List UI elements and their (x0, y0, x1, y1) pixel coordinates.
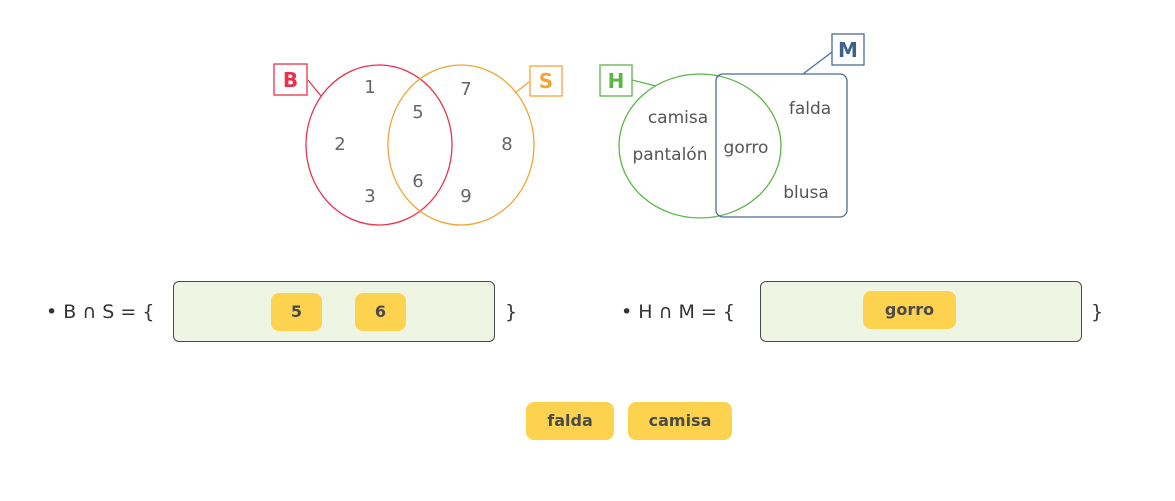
venn-diagrams: B S 1 2 3 5 6 7 8 9 H M camisa pantalón … (273, 33, 865, 226)
m-element: blusa (783, 183, 829, 203)
set-b-label: B (283, 68, 298, 92)
b-element: 1 (364, 77, 375, 98)
answer-chip-gorro[interactable]: gorro (863, 291, 956, 329)
answer-dropzone-h-m[interactable]: gorro (760, 281, 1082, 342)
s-element: 9 (460, 186, 471, 207)
answer-chip-6[interactable]: 6 (355, 293, 406, 331)
equation-h-intersect-m: • H ∩ M = { (621, 301, 735, 323)
equation-h-m-close-brace: } (1091, 301, 1104, 323)
h-m-element: gorro (724, 138, 769, 158)
venn-diagram-b-s: B S 1 2 3 5 6 7 8 9 (273, 63, 563, 226)
answer-dropzone-b-s[interactable]: 5 6 (173, 281, 495, 342)
m-element: falda (789, 99, 831, 119)
set-m-label-box (831, 33, 865, 66)
b-s-element: 5 (412, 102, 423, 123)
s-element: 7 (460, 79, 471, 100)
set-b-circle (305, 64, 453, 226)
b-element: 3 (364, 186, 375, 207)
answer-chip-5[interactable]: 5 (271, 293, 322, 331)
h-element: pantalón (633, 145, 708, 165)
bank-chip-falda[interactable]: falda (526, 402, 614, 440)
set-h-circle (618, 73, 782, 219)
set-s-label: S (539, 69, 553, 93)
equation-b-s-close-brace: } (505, 301, 518, 323)
equation-b-intersect-s: • B ∩ S = { (46, 301, 155, 323)
s-element: 8 (501, 134, 512, 155)
set-s-circle (387, 64, 535, 226)
set-m-rect (715, 73, 848, 218)
set-b-label-box (273, 63, 308, 96)
set-s-label-box (529, 65, 563, 97)
h-element: camisa (648, 108, 708, 128)
b-element: 2 (334, 134, 345, 155)
b-s-element: 6 (412, 171, 423, 192)
set-h-label-box (599, 64, 633, 97)
bank-chip-camisa[interactable]: camisa (628, 402, 732, 440)
venn-diagram-h-m: H M camisa pantalón gorro falda blusa (599, 33, 865, 219)
set-h-label: H (608, 69, 625, 93)
set-m-label: M (838, 38, 858, 62)
